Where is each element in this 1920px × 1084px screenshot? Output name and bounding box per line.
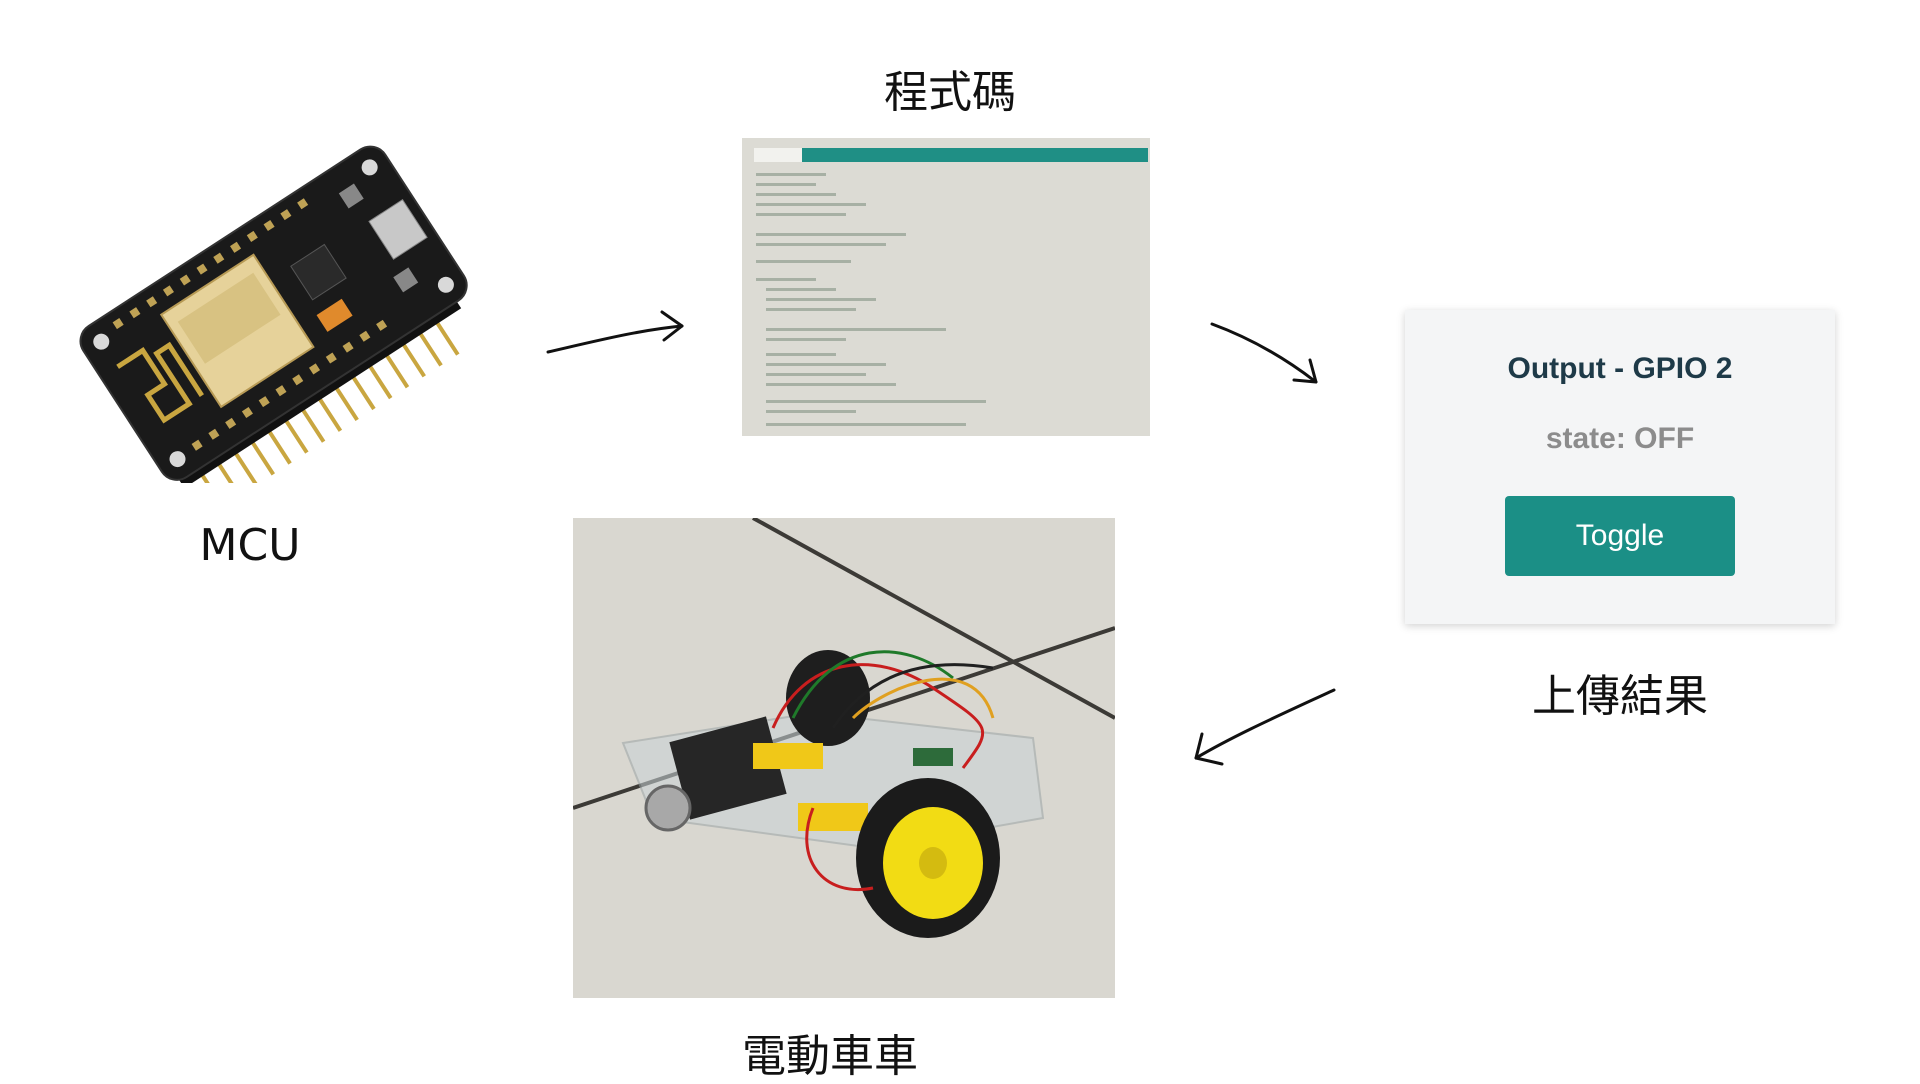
code-line	[766, 353, 836, 356]
arrow-mcu-to-code-icon	[546, 310, 684, 354]
code-line	[756, 243, 886, 246]
code-line	[766, 328, 946, 331]
code-editor-titlebar	[754, 148, 1148, 162]
code-line	[766, 383, 896, 386]
code-line	[766, 338, 846, 341]
code-line	[756, 193, 836, 196]
code-line	[756, 213, 846, 216]
arrow-code-to-result-icon	[1210, 322, 1318, 384]
code-label: 程式碼	[884, 67, 1016, 118]
code-line	[756, 183, 816, 186]
code-line	[766, 363, 886, 366]
code-line	[766, 288, 836, 291]
code-line	[766, 400, 986, 403]
code-editor-tab	[754, 148, 802, 162]
code-line	[766, 423, 966, 426]
code-line	[766, 410, 856, 413]
code-line	[756, 260, 851, 263]
car-photo-picture	[573, 518, 1115, 998]
car-label: 電動車車	[742, 1031, 918, 1082]
upload-result-label: 上傳結果	[1532, 671, 1708, 722]
code-line	[766, 373, 866, 376]
arrow-result-to-car-icon	[1194, 688, 1336, 766]
toggle-button[interactable]: Toggle	[1505, 496, 1735, 576]
card-title: Output - GPIO 2	[1507, 352, 1733, 385]
code-line	[756, 233, 906, 236]
code-line	[766, 308, 856, 311]
code-line	[756, 173, 826, 176]
mcu-board-picture	[75, 128, 525, 483]
code-line	[766, 298, 876, 301]
upload-result-card: Output - GPIO 2 state: OFF Toggle	[1405, 310, 1835, 624]
mcu-label: MCU	[199, 520, 301, 571]
code-line	[756, 203, 866, 206]
code-line	[756, 278, 816, 281]
code-screenshot-picture	[742, 138, 1150, 436]
state-text: state: OFF	[1545, 422, 1695, 455]
